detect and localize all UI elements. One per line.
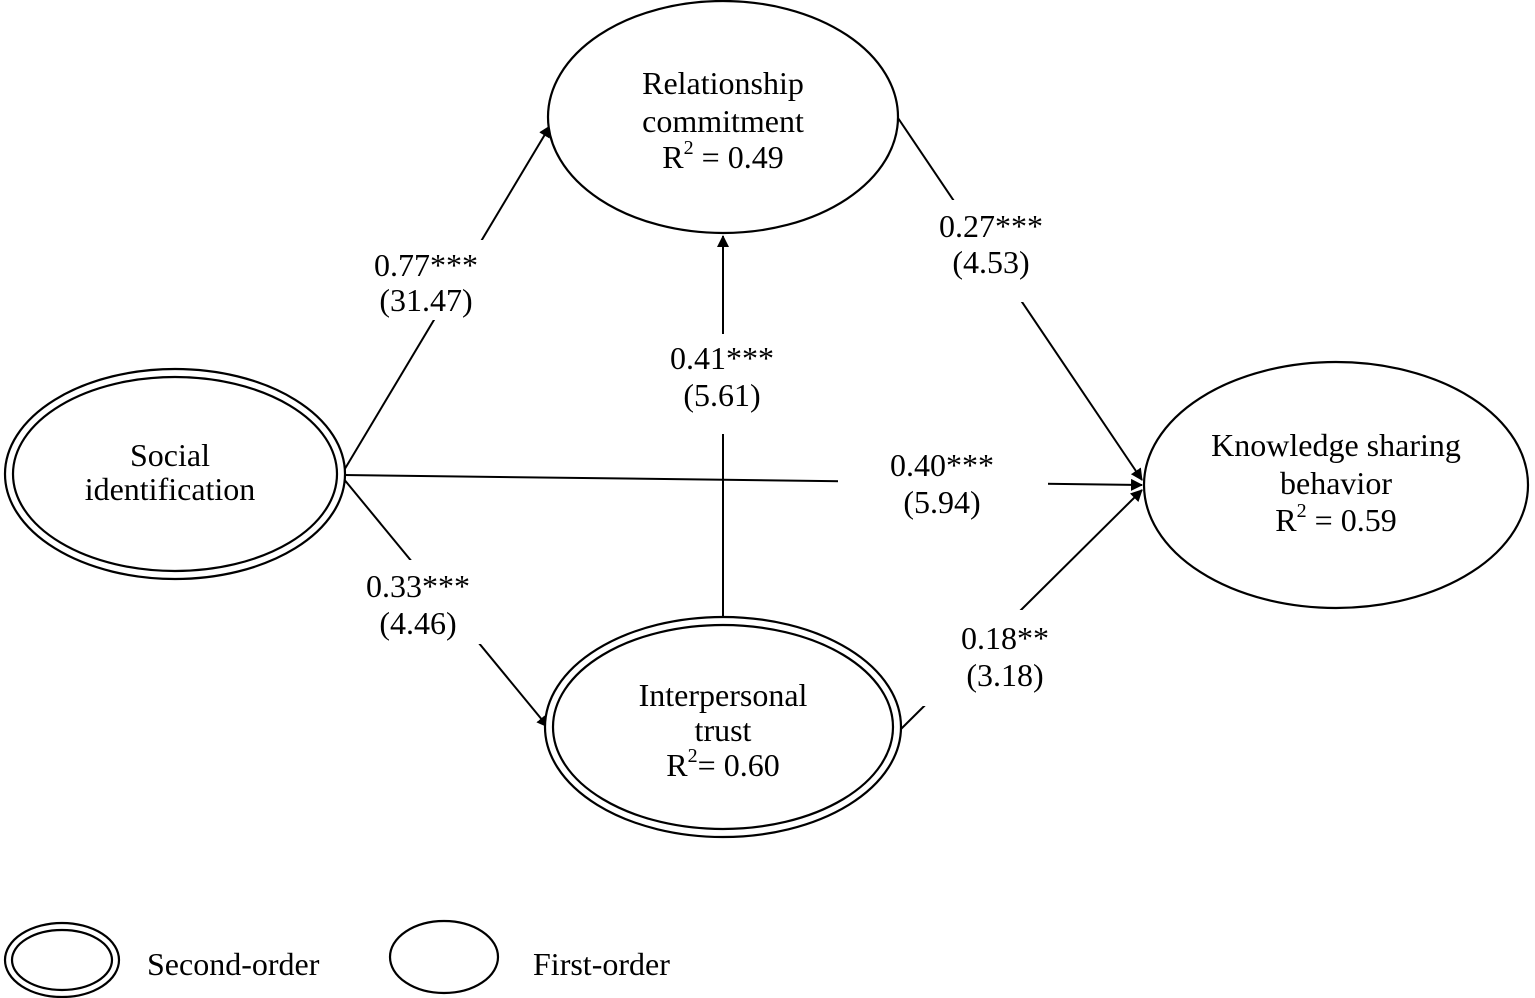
path-labels: 0.77*** (31.47) 0.33*** (4.46) 0.40*** (… <box>366 208 1049 693</box>
legend-second-order: Second-order <box>3 921 320 998</box>
social-identification-line2: identification <box>85 471 256 507</box>
interpersonal-trust-line2: trust <box>695 712 752 748</box>
relationship-commitment-r2: R2 = 0.49 <box>662 137 783 175</box>
coef-si-it: 0.33*** <box>366 568 470 604</box>
interpersonal-trust-r2: R2= 0.60 <box>666 745 779 783</box>
coef-it-rc: 0.41*** <box>670 340 774 376</box>
node-knowledge-sharing-behavior: Knowledge sharing behavior R2 = 0.59 <box>1142 360 1530 610</box>
relationship-commitment-line1: Relationship <box>642 65 804 101</box>
legend-first-order-label: First-order <box>533 946 670 982</box>
knowledge-sharing-line2: behavior <box>1280 465 1392 501</box>
tvalue-rc-ksb: (4.53) <box>952 244 1029 280</box>
interpersonal-trust-line1: Interpersonal <box>639 677 808 713</box>
tvalue-it-ksb: (3.18) <box>966 657 1043 693</box>
coef-it-ksb: 0.18** <box>961 620 1049 656</box>
social-identification-line1: Social <box>130 437 210 473</box>
knowledge-sharing-line1: Knowledge sharing <box>1211 427 1461 463</box>
coef-rc-ksb: 0.27*** <box>939 208 1043 244</box>
legend-second-order-label: Second-order <box>147 946 320 982</box>
node-interpersonal-trust: Interpersonal trust R2= 0.60 <box>543 615 903 839</box>
tvalue-si-ksb: (5.94) <box>903 484 980 520</box>
coef-si-ksb: 0.40*** <box>890 447 994 483</box>
label-masks <box>350 200 1056 706</box>
tvalue-si-it: (4.46) <box>379 605 456 641</box>
relationship-commitment-line2: commitment <box>642 103 804 139</box>
knowledge-sharing-r2: R2 = 0.59 <box>1275 500 1396 538</box>
legend-first-order: First-order <box>388 919 670 995</box>
node-relationship-commitment: Relationship commitment R2 = 0.49 <box>546 0 900 235</box>
coef-si-rc: 0.77*** <box>374 247 478 283</box>
tvalue-si-rc: (31.47) <box>379 282 472 318</box>
legend: Second-order First-order <box>3 919 670 998</box>
tvalue-it-rc: (5.61) <box>683 377 760 413</box>
node-social-identification: Social identification <box>3 367 347 581</box>
